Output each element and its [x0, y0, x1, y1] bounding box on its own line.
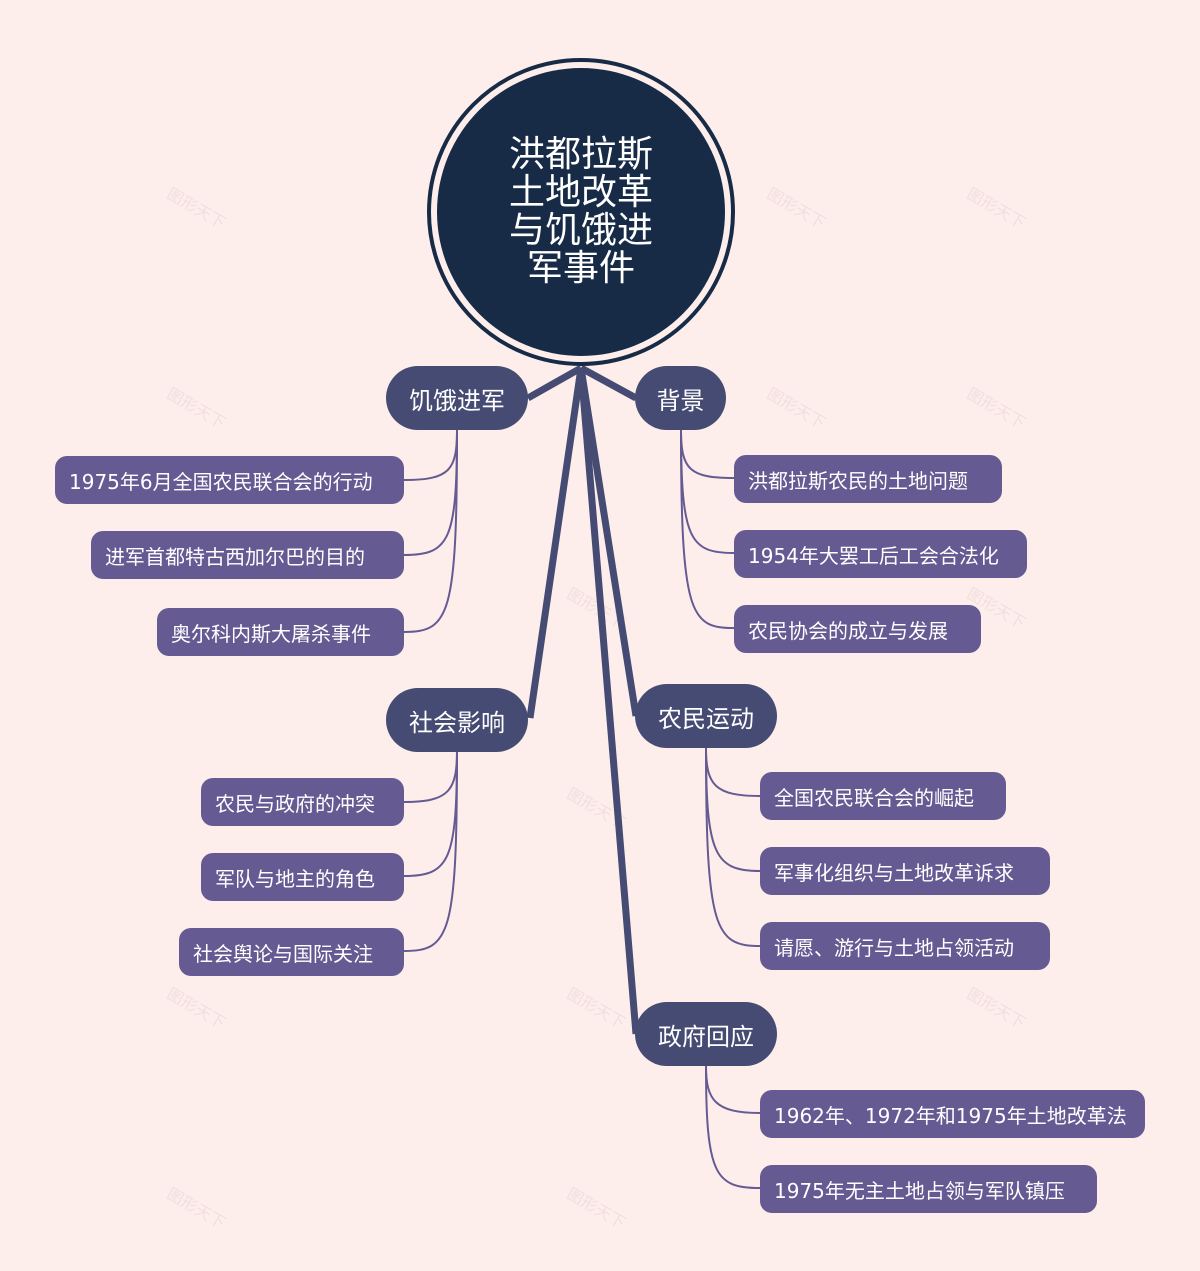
leaf-peasant-movement-3[interactable]: 请愿、游行与土地占领活动: [760, 922, 1050, 970]
leaf-government-response-1[interactable]: 1962年、1972年和1975年土地改革法: [760, 1090, 1145, 1138]
branch-peasant-movement[interactable]: 农民运动: [635, 684, 777, 748]
leaf-background-3[interactable]: 农民协会的成立与发展: [734, 605, 981, 653]
branch-social-impact[interactable]: 社会影响: [386, 688, 528, 752]
branch-government-response[interactable]: 政府回应: [635, 1002, 777, 1066]
leaf-hunger-march-1[interactable]: 1975年6月全国农民联合会的行动: [55, 456, 404, 504]
link-root-peasant-movement: [577, 367, 640, 717]
branch-background[interactable]: 背景: [635, 366, 726, 430]
leaf-social-impact-1[interactable]: 农民与政府的冲突: [201, 778, 404, 826]
link-root-government-response: [577, 367, 640, 1035]
leaf-hunger-march-2[interactable]: 进军首都特古西加尔巴的目的: [91, 531, 404, 579]
link-root-background: [579, 364, 638, 402]
leaf-government-response-2[interactable]: 1975年无主土地占领与军队镇压: [760, 1165, 1097, 1213]
leaf-background-1[interactable]: 洪都拉斯农民的土地问题: [734, 455, 1002, 503]
leaf-social-impact-3[interactable]: 社会舆论与国际关注: [179, 928, 404, 976]
branch-hunger-march[interactable]: 饥饿进军: [386, 366, 528, 430]
root-title: 洪都拉斯土地改革与饥饿进军事件: [437, 68, 725, 356]
leaf-hunger-march-3[interactable]: 奥尔科内斯大屠杀事件: [157, 608, 404, 656]
link-root-social-impact: [526, 367, 585, 719]
leaf-social-impact-2[interactable]: 军队与地主的角色: [201, 853, 404, 901]
leaf-peasant-movement-2[interactable]: 军事化组织与土地改革诉求: [760, 847, 1050, 895]
link-root-hunger-march: [526, 364, 583, 402]
leaf-background-2[interactable]: 1954年大罢工后工会合法化: [734, 530, 1027, 578]
leaf-peasant-movement-1[interactable]: 全国农民联合会的崛起: [760, 772, 1006, 820]
root-node[interactable]: 洪都拉斯土地改革与饥饿进军事件: [427, 58, 735, 366]
